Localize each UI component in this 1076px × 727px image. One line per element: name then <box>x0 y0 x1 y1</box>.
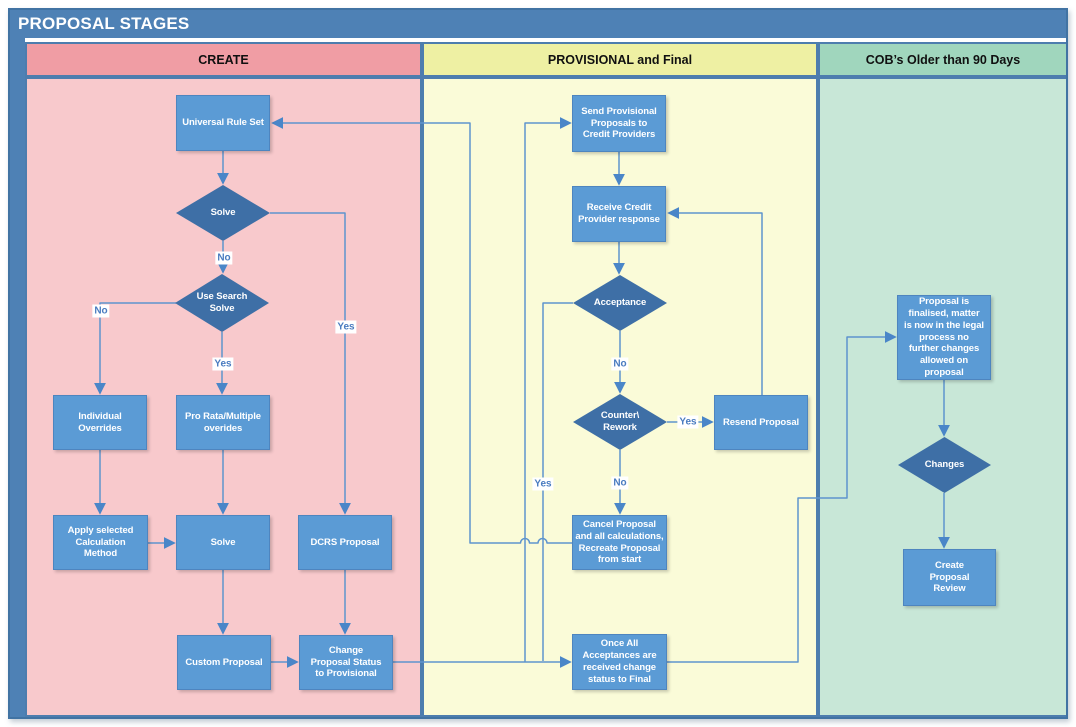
node-apply-selected-calculation-method: Apply selected Calculation Method <box>53 515 148 570</box>
lane-header-cob: COB’s Older than 90 Days <box>818 42 1068 77</box>
node-receive-credit-provider-response: Receive Credit Provider response <box>572 186 666 242</box>
node-universal-rule-set: Universal Rule Set <box>176 95 270 151</box>
edge-label-acceptance-yes: Yes <box>532 477 554 491</box>
left-frame-strip <box>8 38 25 719</box>
node-solve: Solve <box>176 515 270 570</box>
node-cancel-recreate-proposal: Cancel Proposal and all calculations, Re… <box>572 515 667 570</box>
edge-label-solve-yes: Yes <box>335 320 357 334</box>
node-resend-proposal: Resend Proposal <box>714 395 808 450</box>
edge-label-solve-no: No <box>215 251 233 265</box>
node-once-all-acceptances: Once All Acceptances are received change… <box>572 634 667 690</box>
title-bar: PROPOSAL STAGES <box>8 8 1068 38</box>
node-pro-rata-multiple-overides: Pro Rata/Multiple overides <box>176 395 270 450</box>
node-individual-overrides: Individual Overrides <box>53 395 147 450</box>
node-change-proposal-status-to-provisional: Change Proposal Status to Provisional <box>299 635 393 690</box>
edge-label-counter-no: No <box>611 476 629 490</box>
lane-header-create-label: CREATE <box>198 52 249 67</box>
page-title: PROPOSAL STAGES <box>18 14 190 33</box>
edge-label-searchsolve-yes: Yes <box>212 357 234 371</box>
node-create-proposal-review: Create Proposal Review <box>903 549 996 606</box>
node-send-provisional-proposals: Send Provisional Proposals to Credit Pro… <box>572 95 666 152</box>
lane-header-cob-label: COB’s Older than 90 Days <box>865 52 1021 67</box>
lane-header-provisional-label: PROVISIONAL and Final <box>547 52 693 67</box>
lane-header-provisional: PROVISIONAL and Final <box>422 42 818 77</box>
edge-label-counter-yes: Yes <box>677 415 699 429</box>
edge-label-searchsolve-no: No <box>92 304 110 318</box>
edge-label-acceptance-no: No <box>611 357 629 371</box>
node-custom-proposal: Custom Proposal <box>177 635 271 690</box>
lane-cob <box>818 77 1068 717</box>
lane-header-create: CREATE <box>25 42 422 77</box>
node-proposal-finalised: Proposal is finalised, matter is now in … <box>897 295 991 380</box>
node-dcrs-proposal: DCRS Proposal <box>298 515 392 570</box>
